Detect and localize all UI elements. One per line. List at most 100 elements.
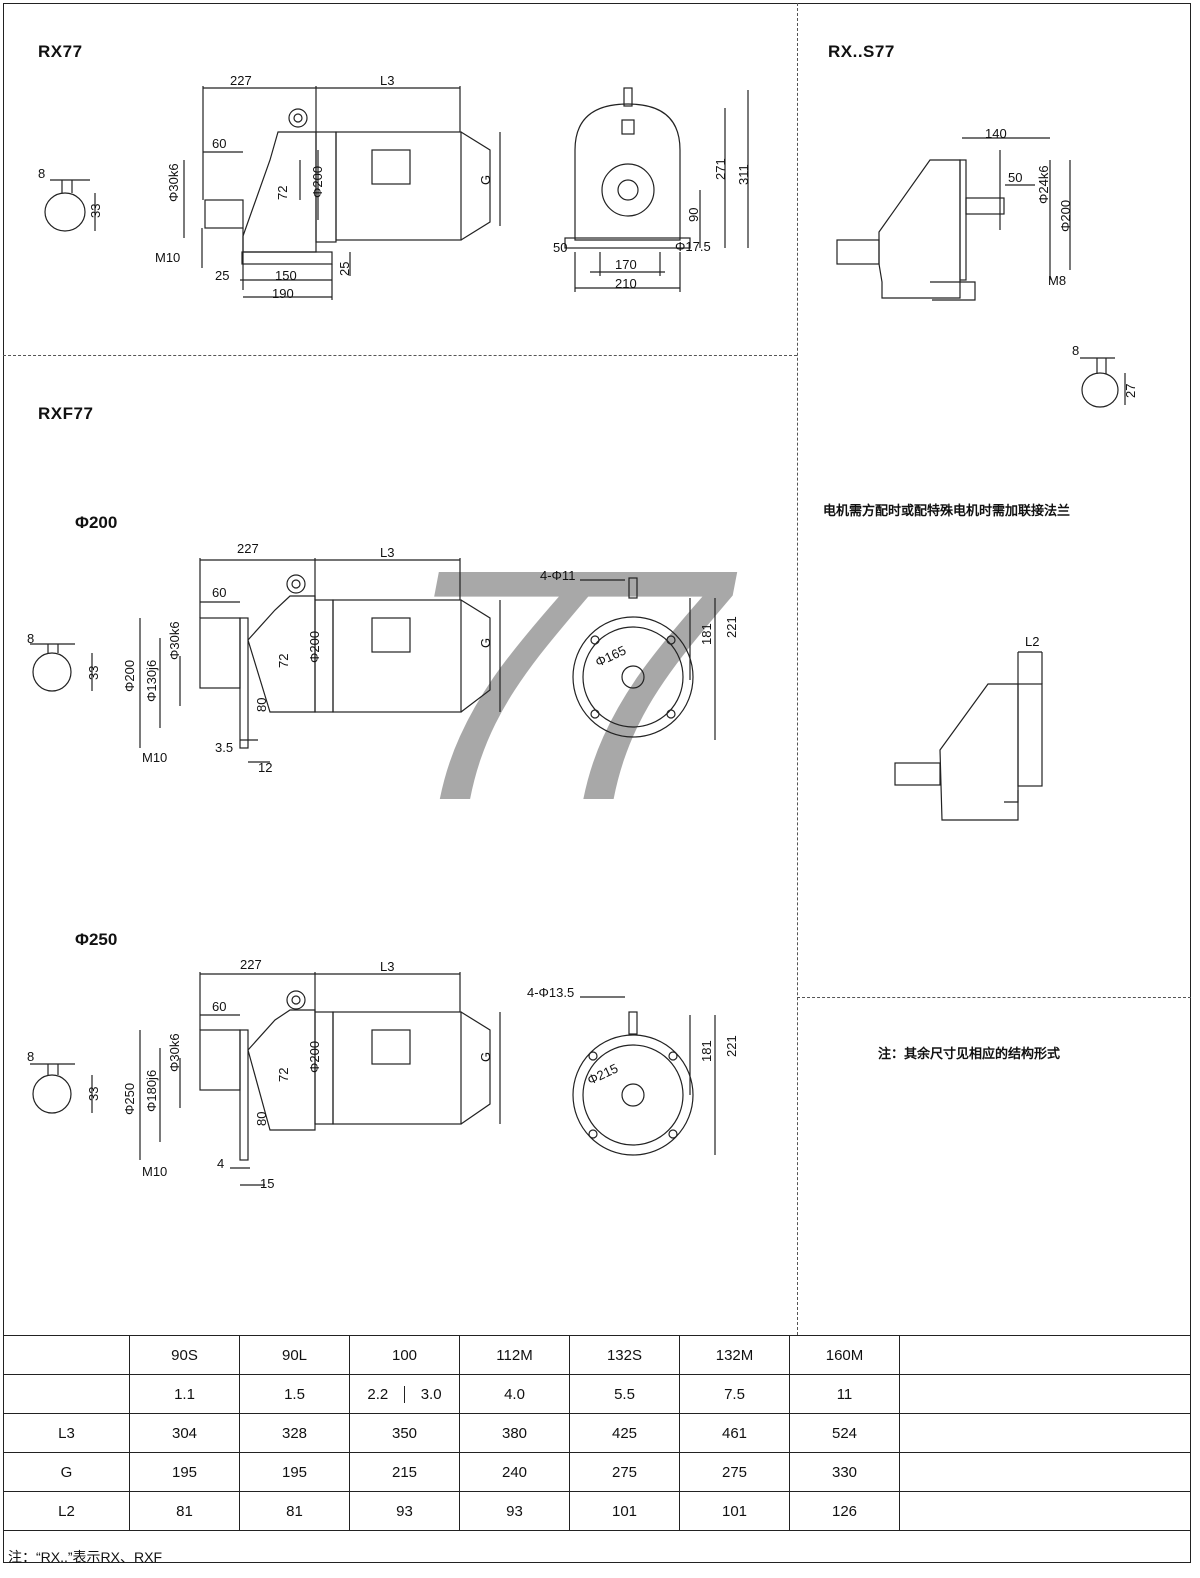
table-cell: 195 [239, 1452, 350, 1492]
dim-key-w: 8 [27, 631, 34, 646]
dim-210: 210 [615, 276, 637, 291]
dim-72: 72 [276, 654, 291, 668]
table-cell: 90L [239, 1335, 350, 1375]
rxf250-shaft-key-section [30, 1063, 93, 1114]
table-cell: 93 [459, 1491, 570, 1531]
dim-311: 311 [736, 164, 751, 185]
dim-flange: Φ200 [310, 166, 325, 198]
dim-80: 80 [254, 1112, 269, 1126]
dim-60: 60 [212, 585, 226, 600]
dim-12: 12 [258, 760, 272, 775]
table-cell: 1.1 [129, 1374, 240, 1414]
divider-right-lower [797, 997, 1191, 998]
table-row-label: L3 [3, 1413, 130, 1453]
table-cell: 461 [679, 1413, 790, 1453]
dim-90: 90 [686, 208, 701, 222]
dim-227: 227 [240, 957, 262, 972]
table-cell: 7.5 [679, 1374, 790, 1414]
table-cell: 81 [239, 1491, 350, 1531]
rx77-shaft-key-section [44, 179, 96, 232]
dim-140: 140 [985, 126, 1007, 141]
table-cell: 132S [569, 1335, 680, 1375]
dim-key-w: 8 [1072, 343, 1079, 358]
dim-50: 50 [1008, 170, 1022, 185]
table-cell: 330 [789, 1452, 900, 1492]
dim-M10: M10 [142, 1164, 167, 1179]
dim-pcd: Φ165 [593, 643, 628, 670]
dim-M10: M10 [155, 250, 180, 265]
dim-motor-flange: Φ200 [307, 1041, 322, 1073]
dim-shaft: Φ24k6 [1036, 165, 1051, 204]
dim-M8: M8 [1048, 273, 1066, 288]
drawing-frame [3, 3, 1191, 1563]
table-cell: 132M [679, 1335, 790, 1375]
rxf250-end-view [572, 996, 716, 1156]
rxs77-adapter-view [894, 651, 1043, 821]
dim-150: 150 [275, 268, 297, 283]
dim-M10: M10 [142, 750, 167, 765]
dim-key-h: 27 [1123, 384, 1138, 398]
dim-221: 221 [724, 1035, 739, 1057]
table-cell: 524 [789, 1413, 900, 1453]
power-value: 3.0 [420, 1385, 442, 1403]
table-cell: 5.5 [569, 1374, 680, 1414]
table-cell: 101 [679, 1491, 790, 1531]
dim-60: 60 [212, 136, 226, 151]
rxs77-shaft-key-section [1080, 357, 1126, 408]
dim-G: G [478, 1052, 493, 1062]
rxf200-shaft-key-section [30, 643, 93, 692]
dim-holes: 4-Φ11 [540, 568, 575, 583]
dim-L2: L2 [1025, 634, 1039, 649]
table-row-label: G [3, 1452, 130, 1492]
table-cell [899, 1374, 1191, 1414]
dim-holes: 4-Φ13.5 [527, 985, 574, 1000]
rxf200-end-view [572, 577, 716, 740]
dim-pcd: Φ215 [585, 1061, 620, 1088]
dim-190: 190 [272, 286, 294, 301]
table-row-label: L2 [3, 1491, 130, 1531]
dim-G: G [478, 638, 493, 648]
dim-pilot: Φ180j6 [144, 1070, 159, 1112]
table-cell: 90S [129, 1335, 240, 1375]
watermark-number: 77 [400, 500, 727, 869]
dim-L3: L3 [380, 73, 394, 88]
dim-25a: 25 [215, 268, 229, 283]
dim-181: 181 [699, 623, 714, 645]
rxf250-side-view [139, 972, 501, 1186]
dim-227: 227 [237, 541, 259, 556]
dim-shaft: Φ30k6 [166, 163, 181, 202]
section-title-rx77: RX77 [38, 42, 83, 61]
table-cell: 100 [349, 1335, 460, 1375]
dim-G: G [478, 175, 493, 185]
dim-170: 170 [615, 257, 637, 272]
divider-rx77 [3, 355, 797, 356]
dim-72: 72 [276, 1068, 291, 1082]
dim-shaft: Φ30k6 [167, 621, 182, 660]
note-other-dims: 注：其余尺寸见相应的结构形式 [878, 1046, 1061, 1061]
dim-L3: L3 [380, 545, 394, 560]
dim-L3: L3 [380, 959, 394, 974]
dim-25b: 25 [337, 262, 352, 276]
power-value: 2.2 [352, 1385, 405, 1403]
table-cell [899, 1491, 1191, 1531]
note-motor-flange: 电机需方配时或配特殊电机时需加联接法兰 [823, 503, 1071, 518]
dim-key-w: 8 [38, 166, 45, 181]
dim-15: 15 [260, 1176, 274, 1191]
dim-key-w: 8 [27, 1049, 34, 1064]
dim-221: 221 [724, 616, 739, 638]
table-cell [3, 1335, 130, 1375]
table-cell: 126 [789, 1491, 900, 1531]
spec-table: 90S 90L 100 112M 132S 132M 160M 1.1 1.5 … [3, 1335, 1191, 1531]
table-row-L3: L3 304 328 350 380 425 461 524 [3, 1413, 1191, 1453]
table-cell: 11 [789, 1374, 900, 1414]
table-cell: 195 [129, 1452, 240, 1492]
dim-hole: Φ17.5 [675, 239, 711, 254]
section-title-rxf77: RXF77 [38, 404, 94, 423]
dim-pilot: Φ130j6 [144, 660, 159, 702]
table-cell: 1.5 [239, 1374, 350, 1414]
table-cell [3, 1374, 130, 1414]
table-cell [899, 1413, 1191, 1453]
dim-60: 60 [212, 999, 226, 1014]
rx77-side-view [183, 86, 501, 300]
